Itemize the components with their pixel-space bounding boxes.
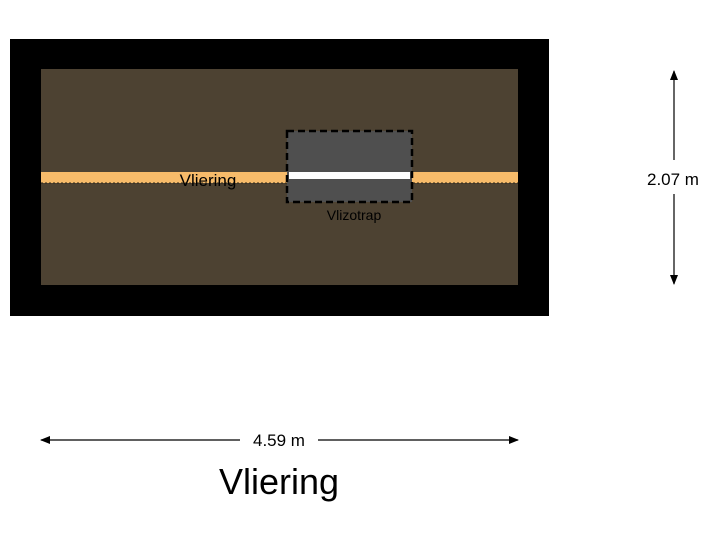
- width-dimension: 4.59 m: [40, 431, 519, 450]
- ridge-beam: [41, 172, 518, 183]
- attic-hatch: [285, 129, 414, 204]
- height-dimension: 2.07 m: [647, 70, 699, 285]
- height-dimension-label: 2.07 m: [647, 170, 699, 189]
- hatch-label: Vlizotrap: [327, 207, 382, 223]
- plan-title: Vliering: [219, 461, 339, 502]
- hatch-opening: [289, 172, 410, 179]
- width-dimension-label: 4.59 m: [253, 431, 305, 450]
- room-label: Vliering: [180, 171, 237, 190]
- hatch-panel: [287, 131, 412, 202]
- hatch-outline: [285, 129, 414, 204]
